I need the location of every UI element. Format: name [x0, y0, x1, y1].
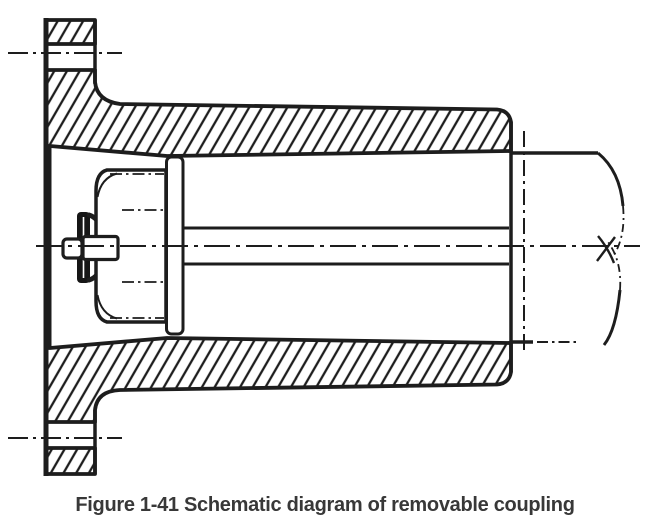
hex-facet-centerlines: [110, 173, 164, 319]
flange-top-block: [44, 18, 97, 46]
shaft-break-arc-lower: [602, 289, 622, 346]
shaft-break-cross-2: [596, 236, 616, 262]
shaft-break-arc-lower-phantom: [607, 241, 622, 291]
shaft: [512, 151, 625, 346]
hub-upper-wall: [44, 68, 513, 158]
shaft-break-arc-upper-phantom: [611, 205, 625, 259]
shank-bore-lines: [183, 226, 509, 266]
bolt-tip-end: [61, 237, 84, 260]
flange-bottom-block: [44, 446, 97, 476]
bolt-tip-shank: [81, 234, 120, 262]
centerlines: [8, 52, 640, 439]
shaft-break-arc-upper: [597, 151, 625, 207]
figure-caption: Figure 1-41 Schematic diagram of removab…: [75, 494, 575, 516]
hub-lower-wall: [44, 336, 513, 424]
